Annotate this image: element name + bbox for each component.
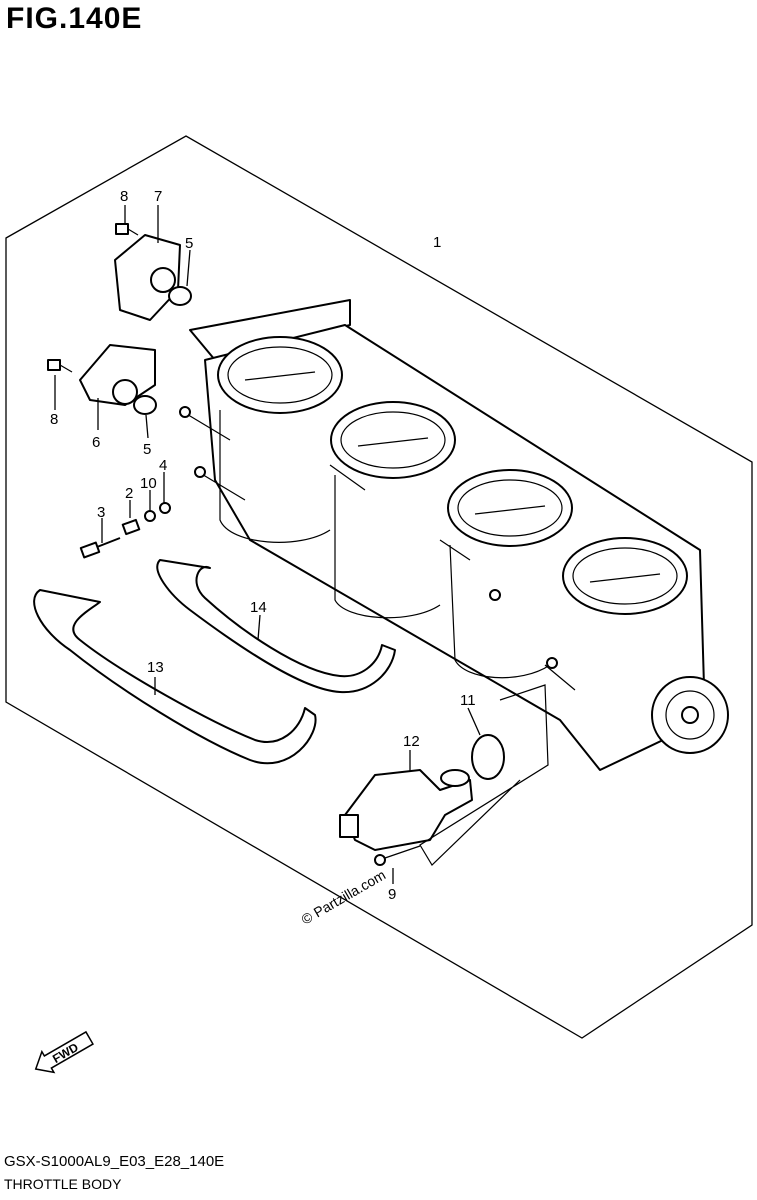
callout-5-upper: 5 <box>185 235 193 252</box>
callout-13: 13 <box>147 659 164 676</box>
callout-7: 7 <box>154 188 162 205</box>
sensor-6 <box>79 344 156 406</box>
callout-1: 1 <box>433 234 441 251</box>
watermark: © Partzilla.com <box>299 867 389 928</box>
hose-13 <box>33 589 317 765</box>
screw-3 <box>79 537 121 559</box>
o-ring-5-lower <box>133 395 157 415</box>
callout-14: 14 <box>250 599 267 616</box>
fwd-arrow-icon: FWD <box>34 1030 94 1074</box>
o-ring-11 <box>471 734 505 780</box>
callout-3: 3 <box>97 504 105 521</box>
hose-14 <box>156 559 396 694</box>
bolt-8-upper <box>115 223 139 236</box>
bolt-8-lower <box>47 359 73 373</box>
idle-control-12 <box>339 769 473 851</box>
screw-9 <box>374 845 421 866</box>
callout-8-upper: 8 <box>120 188 128 205</box>
spring-2 <box>121 518 141 536</box>
throttle-body-assembly <box>179 299 729 771</box>
callout-2: 2 <box>125 485 133 502</box>
sensor-7 <box>114 234 181 321</box>
figure-title: FIG.140E <box>6 2 143 35</box>
iac-bracket-outline <box>419 684 549 866</box>
callout-4: 4 <box>159 457 167 474</box>
callout-8-lower: 8 <box>50 411 58 428</box>
callout-11: 11 <box>460 692 476 709</box>
assembly-outline <box>5 135 753 1039</box>
callout-12: 12 <box>403 733 420 750</box>
callout-6: 6 <box>92 434 100 451</box>
callout-10: 10 <box>140 475 157 492</box>
leader-lines <box>54 205 481 884</box>
callout-9: 9 <box>388 886 396 903</box>
washer-10 <box>144 510 156 522</box>
o-ring-4 <box>159 502 171 514</box>
section-name: THROTTLE BODY <box>4 1176 122 1192</box>
callout-5-lower: 5 <box>143 441 151 458</box>
model-code: GSX-S1000AL9_E03_E28_140E <box>4 1153 225 1170</box>
o-ring-5-upper <box>168 286 192 306</box>
